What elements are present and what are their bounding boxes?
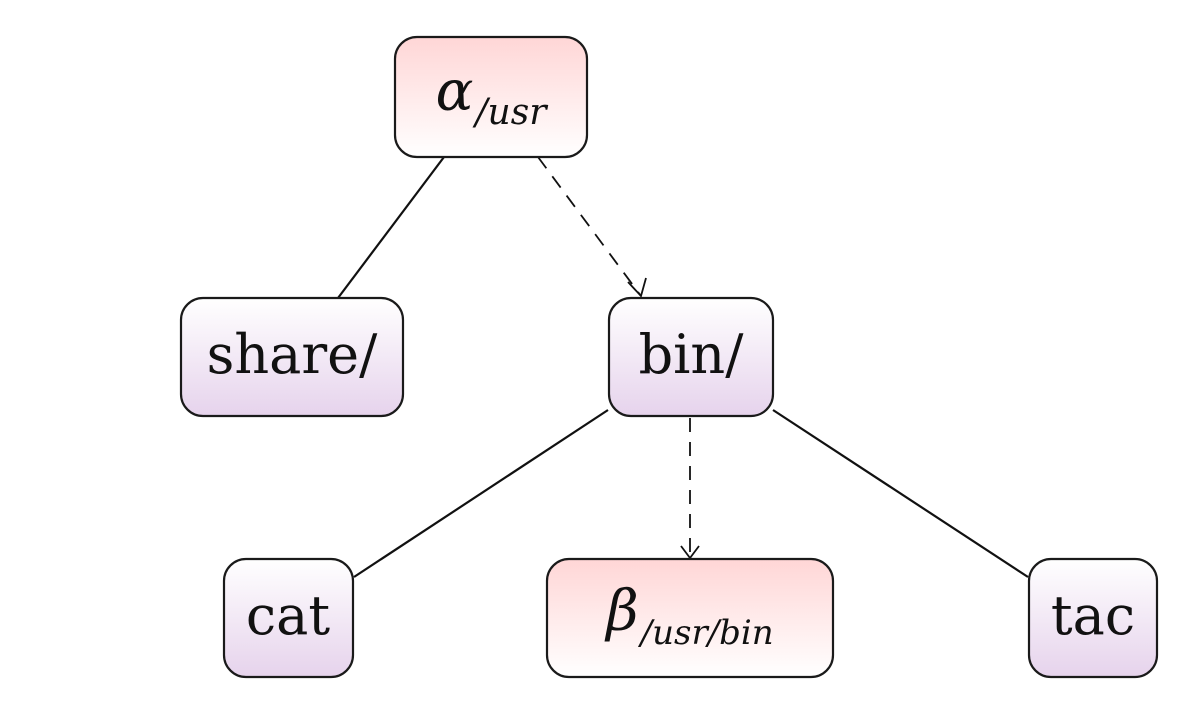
node-bin-label: bin/ bbox=[639, 323, 745, 386]
beta-symbol: β bbox=[604, 579, 638, 644]
edge-bin-cat bbox=[353, 409, 609, 578]
alpha-subscript: /usr bbox=[472, 92, 548, 133]
node-beta-usr-bin: β/usr/bin bbox=[545, 557, 835, 679]
beta-subscript: /usr/bin bbox=[638, 613, 774, 653]
arrowhead bbox=[627, 277, 647, 298]
edge-alpha-bin bbox=[537, 156, 647, 298]
alpha-symbol: α bbox=[436, 59, 474, 124]
edge-alpha-share bbox=[337, 156, 445, 299]
node-beta-label: β/usr/bin bbox=[604, 579, 773, 653]
node-bin: bin/ bbox=[607, 296, 775, 418]
node-alpha-usr: α/usr bbox=[393, 35, 589, 159]
node-share: share/ bbox=[179, 296, 405, 418]
edges bbox=[337, 156, 1029, 578]
edge-bin-beta bbox=[680, 418, 700, 560]
node-share-label: share/ bbox=[207, 323, 378, 386]
node-cat: cat bbox=[222, 557, 355, 679]
node-tac-label: tac bbox=[1051, 584, 1135, 647]
edge-bin-tac bbox=[772, 409, 1029, 578]
node-tac: tac bbox=[1027, 557, 1159, 679]
node-alpha-label: α/usr bbox=[436, 59, 549, 133]
node-cat-label: cat bbox=[246, 584, 330, 647]
